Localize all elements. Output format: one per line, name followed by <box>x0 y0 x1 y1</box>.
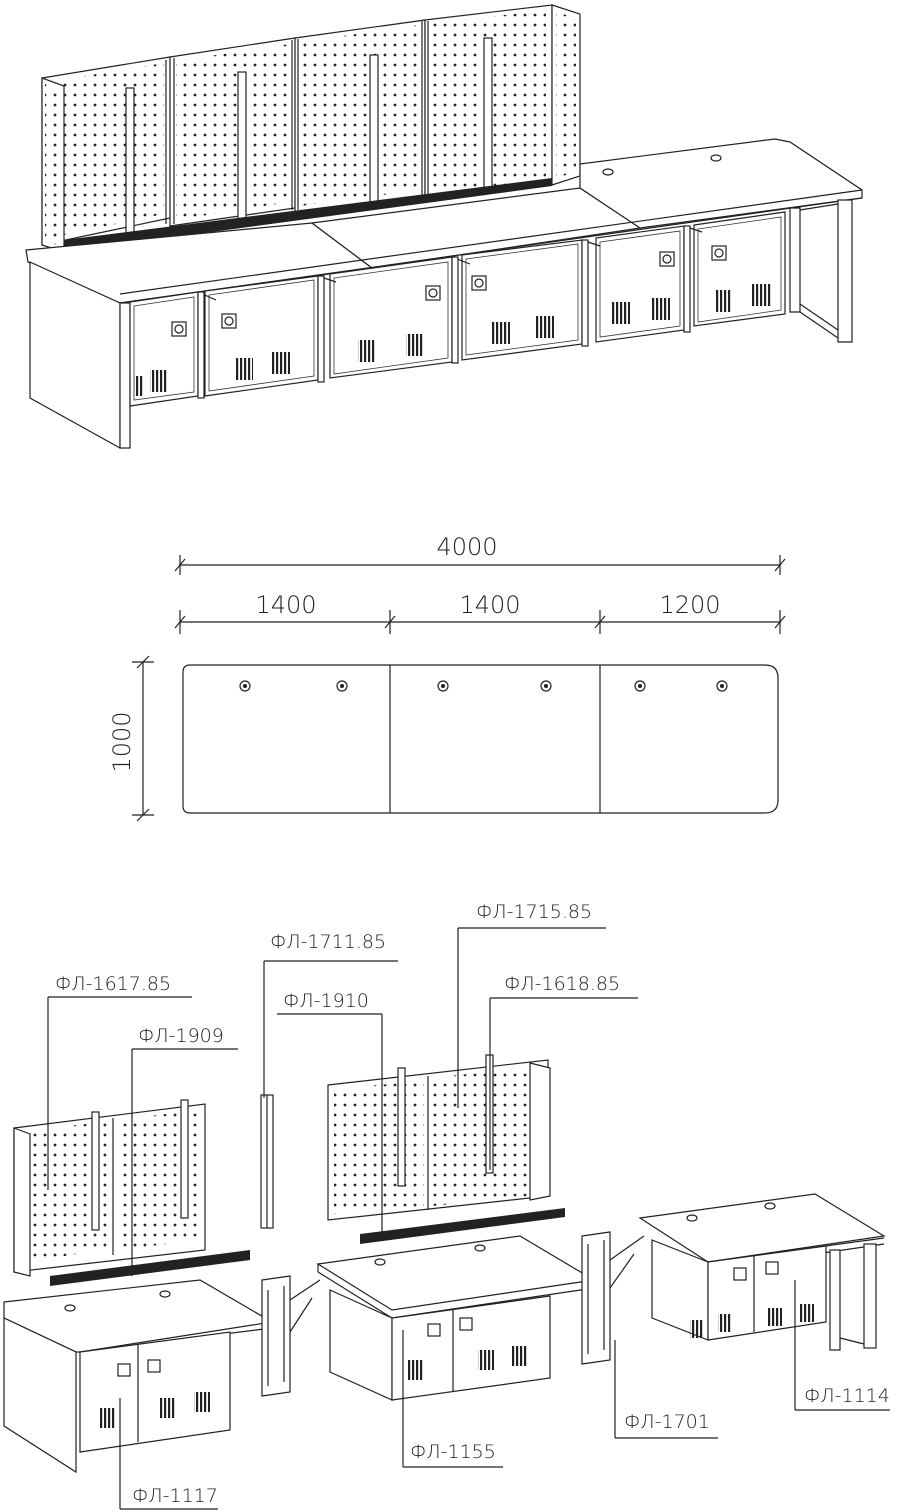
label-1701: ФЛ-1701 <box>614 1340 718 1439</box>
label-1715: ФЛ-1715.85 <box>457 901 606 1108</box>
plan-view-outline <box>182 664 779 814</box>
under-desk-cabinets <box>129 211 786 407</box>
connector-frame-1701 <box>581 1231 645 1365</box>
label-1114-text: ФЛ-1114 <box>804 1385 890 1407</box>
label-1711-text: ФЛ-1711.85 <box>270 931 386 953</box>
segment-2-label: 1400 <box>459 591 520 619</box>
depth-label: 1000 <box>108 711 136 772</box>
assembled-workstation <box>25 4 863 450</box>
label-1909: ФЛ-1909 <box>131 1025 238 1276</box>
label-1155-text: ФЛ-1155 <box>410 1441 496 1463</box>
screen-panels <box>41 4 581 253</box>
label-1617: ФЛ-1617.85 <box>47 973 192 1190</box>
label-1117: ФЛ-1117 <box>119 1398 218 1510</box>
segment-1-label: 1400 <box>255 591 316 619</box>
total-width-label: 4000 <box>436 533 497 561</box>
label-1618: ФЛ-1618.85 <box>489 973 638 1170</box>
cable-tray-1909 <box>50 1250 250 1286</box>
segment-3-label: 1200 <box>659 591 720 619</box>
label-1618-text: ФЛ-1618.85 <box>504 973 620 995</box>
center-desk <box>316 1235 596 1401</box>
label-1114: ФЛ-1114 <box>794 1280 890 1411</box>
right-desk <box>638 1193 886 1351</box>
dimension-drawing: 4000 1400 1400 1200 1000 <box>108 533 786 822</box>
label-1711: ФЛ-1711.85 <box>263 931 398 1098</box>
center-screen-panel <box>327 1054 551 1221</box>
label-1155: ФЛ-1155 <box>402 1330 503 1468</box>
left-screen-panel <box>13 1099 206 1277</box>
label-1910: ФЛ-1910 <box>277 990 383 1240</box>
connector-frame-left <box>261 1275 321 1397</box>
label-1715-text: ФЛ-1715.85 <box>476 901 592 923</box>
left-desk <box>3 1279 274 1474</box>
right-leg-frame <box>789 199 853 343</box>
label-1910-text: ФЛ-1910 <box>283 990 369 1012</box>
cable-tray-1910 <box>360 1208 565 1244</box>
label-1909-text: ФЛ-1909 <box>138 1025 224 1047</box>
exploded-view: ФЛ-1617.85 ФЛ-1909 ФЛ-1711.85 ФЛ-1910 ФЛ… <box>3 901 890 1510</box>
desktops <box>25 138 863 304</box>
label-1701-text: ФЛ-1701 <box>624 1411 710 1433</box>
label-1117-text: ФЛ-1117 <box>132 1485 218 1507</box>
label-1617-text: ФЛ-1617.85 <box>55 973 171 995</box>
